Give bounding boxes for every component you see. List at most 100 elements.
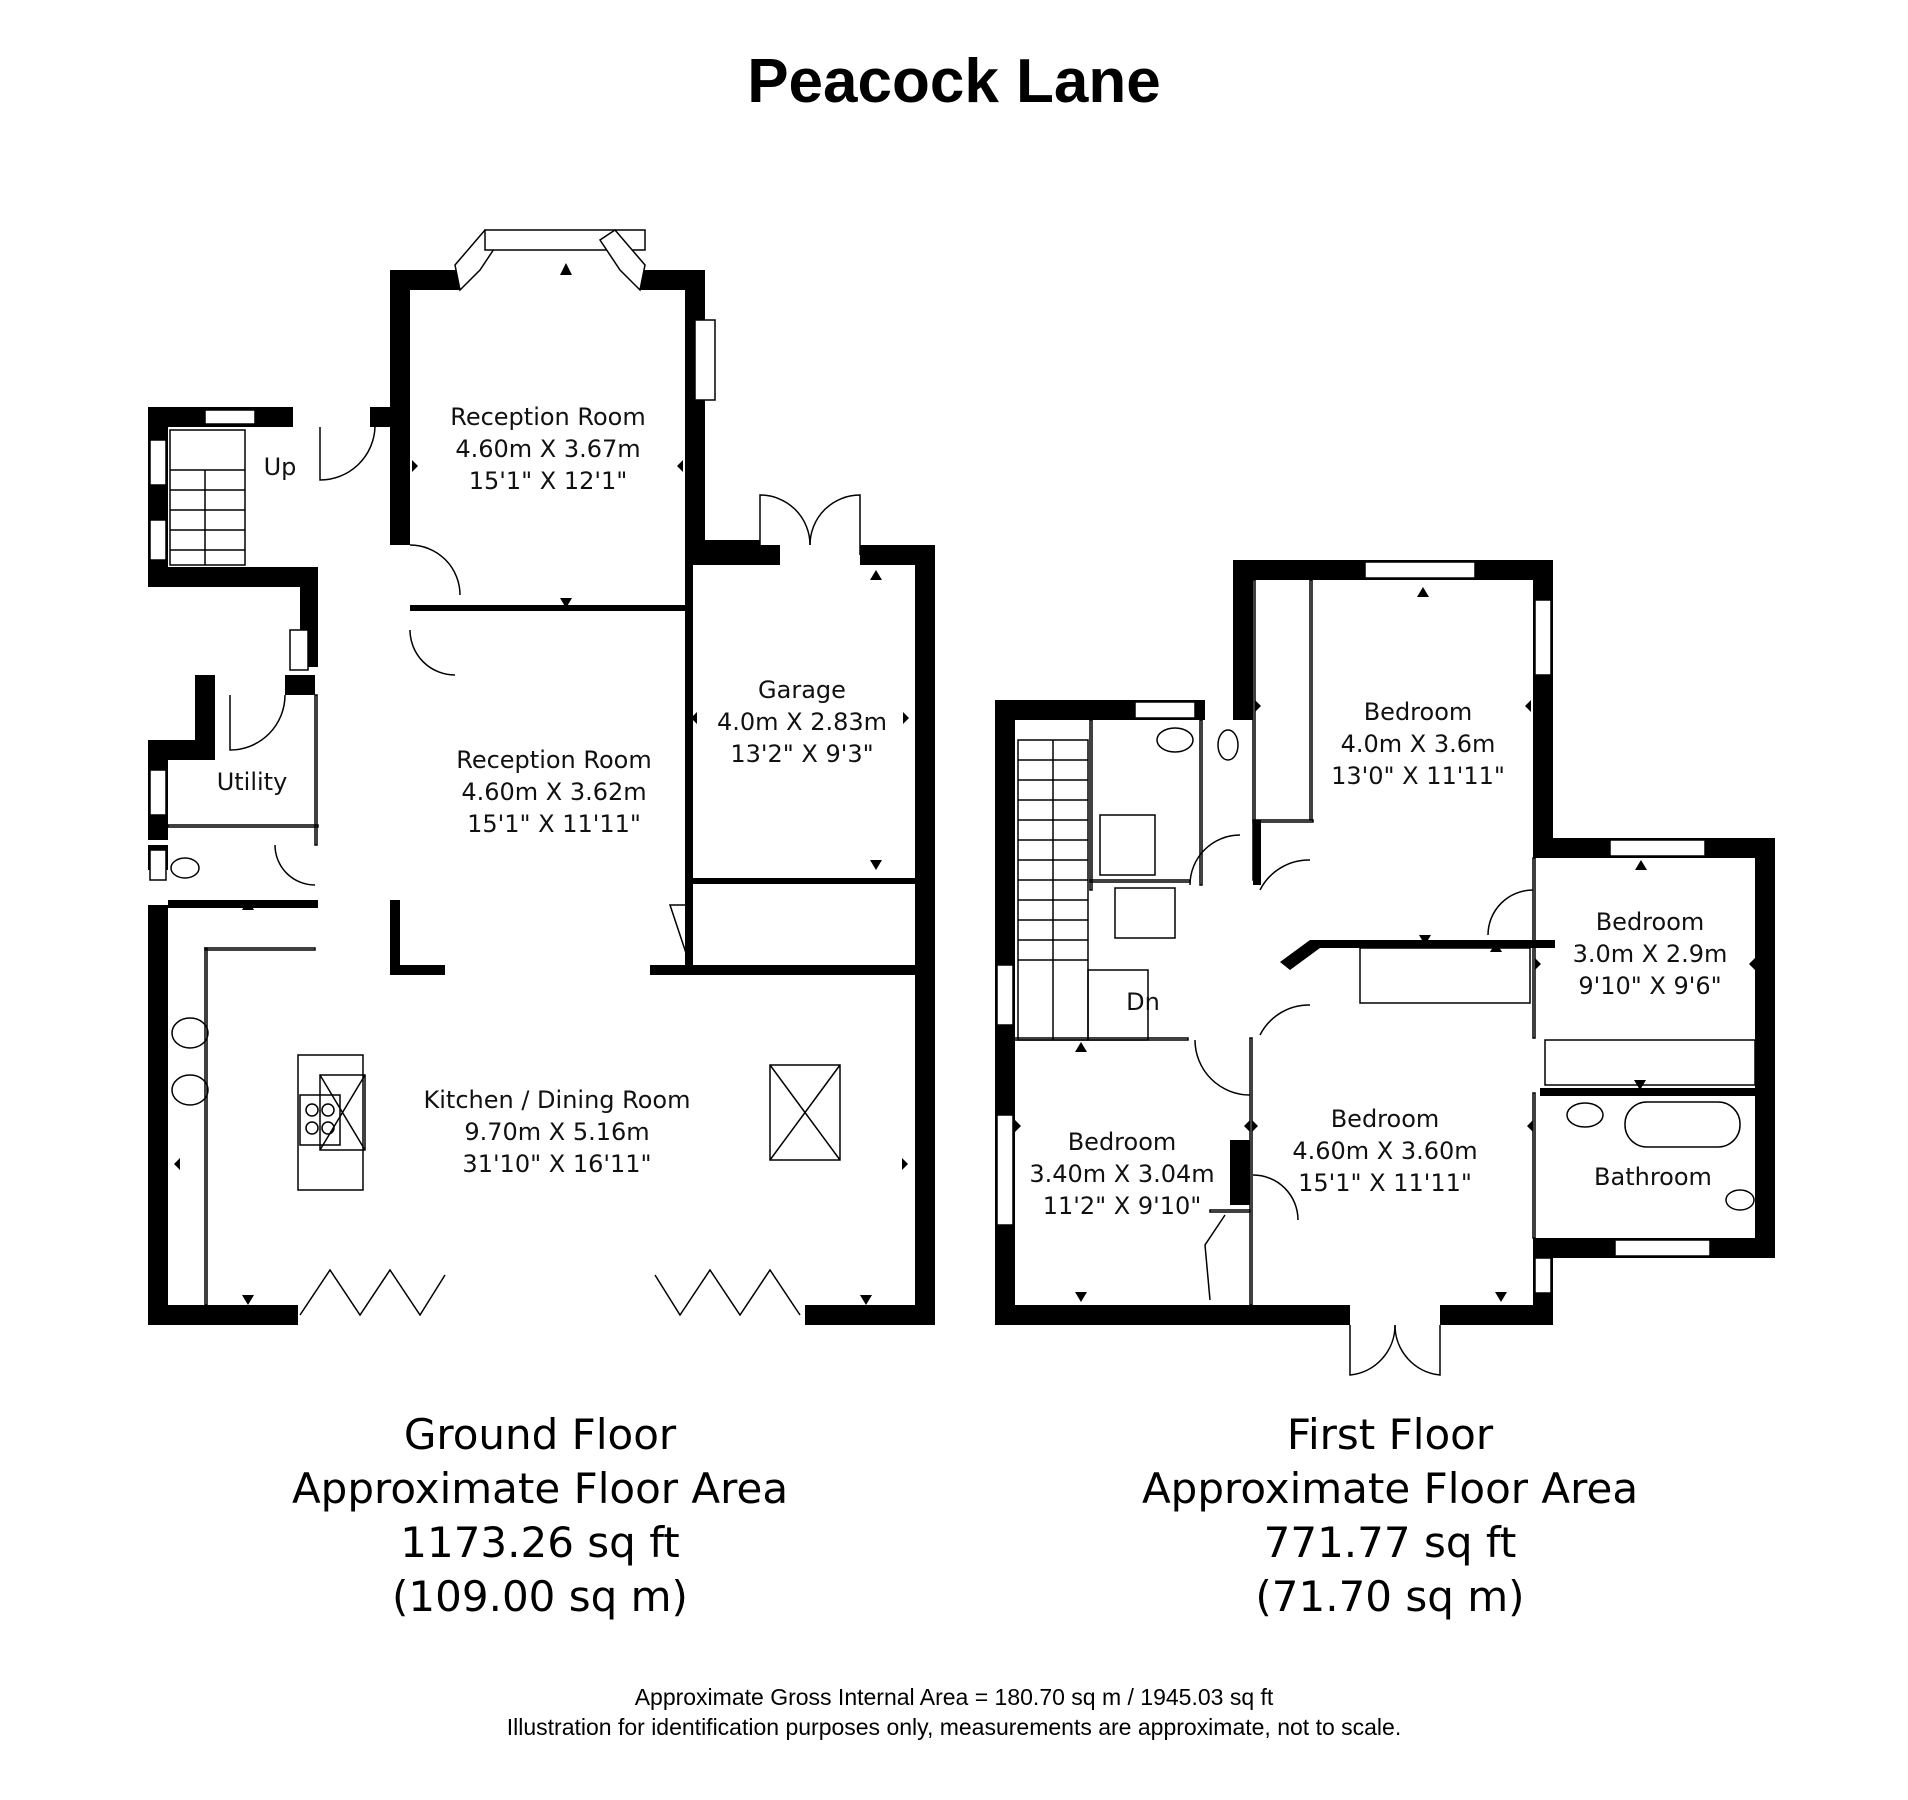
bifold-door (299, 1268, 446, 1317)
window (149, 849, 167, 881)
garage-door (809, 494, 861, 555)
first-floor-caption: First Floor Approximate Floor Area 771.7… (1090, 1408, 1690, 1624)
wall (1755, 838, 1775, 1258)
wall (1540, 1088, 1755, 1096)
wardrobe (1544, 1039, 1756, 1086)
window (1134, 701, 1196, 719)
sink-icon (171, 1074, 209, 1106)
staircase (1017, 739, 1149, 1041)
wall (148, 905, 168, 1325)
room-name: Reception Room (456, 746, 652, 774)
window (996, 1114, 1014, 1226)
ground-room-garage: Garage 4.0m X 2.83m 13'2" X 9'3" (717, 676, 887, 768)
bifold-door (654, 1268, 801, 1317)
wall (390, 270, 460, 290)
ground-floor-caption: Ground Floor Approximate Floor Area 1173… (240, 1408, 840, 1624)
wall (685, 540, 760, 565)
floor-area-sqm: (109.00 sq m) (392, 1572, 688, 1621)
stairs-up-label: Up (264, 453, 297, 481)
door (1194, 1039, 1251, 1096)
window (996, 964, 1014, 1026)
staircase (169, 429, 246, 566)
ground-room-reception-1: Reception Room 4.60m X 3.67m 15'1" X 12'… (450, 403, 646, 495)
garage-door (759, 494, 811, 555)
wardrobe (1359, 947, 1531, 1004)
bay-window (598, 229, 646, 292)
first-room-bedroom-3: Bedroom 3.40m X 3.04m 11'2" X 9'10" (1029, 1128, 1214, 1220)
basin-icon (1566, 1102, 1604, 1128)
window (149, 519, 167, 561)
door (1189, 834, 1241, 886)
first-room-bedroom-2: Bedroom 3.0m X 2.9m 9'10" X 9'6" (1573, 908, 1728, 1000)
door (274, 844, 316, 886)
window (149, 769, 167, 816)
room-dim-metric: 4.60m X 3.67m (455, 435, 640, 463)
wall (1233, 560, 1253, 720)
door (229, 694, 286, 751)
wall (805, 1305, 935, 1325)
window (1534, 1257, 1552, 1294)
wall (370, 407, 410, 427)
room-name: Bedroom (1068, 1128, 1177, 1156)
wall (400, 965, 445, 975)
bath-icon (1624, 1101, 1741, 1148)
door (668, 904, 691, 966)
balcony-door (1394, 1324, 1441, 1376)
door (1487, 889, 1534, 936)
room-dim-metric: 3.0m X 2.9m (1573, 940, 1728, 968)
wall (1230, 1140, 1250, 1205)
disclaimer-note: Illustration for identification purposes… (506, 1714, 1402, 1740)
room-name: Garage (758, 676, 846, 704)
window (1534, 599, 1552, 676)
wall (1310, 940, 1555, 948)
gross-area-note: Approximate Gross Internal Area = 180.70… (634, 1684, 1274, 1710)
ground-room-reception-2: Reception Room 4.60m X 3.62m 15'1" X 11'… (456, 746, 652, 838)
door (319, 426, 376, 481)
floor-area-sqft: 1173.26 sq ft (400, 1518, 680, 1567)
room-dim-imperial: 15'1" X 12'1" (469, 467, 628, 495)
window (1614, 1239, 1711, 1257)
skylight (769, 1064, 841, 1161)
wall (410, 605, 685, 611)
wall (685, 545, 693, 970)
room-dim-metric: 3.40m X 3.04m (1029, 1160, 1214, 1188)
wall (650, 965, 935, 975)
wall (1440, 1305, 1553, 1325)
door (1204, 1214, 1226, 1301)
door (1259, 859, 1311, 891)
basin-icon (1156, 727, 1194, 753)
room-name: Bedroom (1596, 908, 1705, 936)
room-name: Kitchen / Dining Room (424, 1086, 691, 1114)
room-dim-metric: 4.60m X 3.62m (461, 778, 646, 806)
door (409, 629, 456, 676)
toilet-icon (170, 857, 200, 879)
ground-floor-plan (148, 229, 935, 1325)
room-name-bathroom: Bathroom (1594, 1163, 1712, 1191)
room-dim-imperial: 13'2" X 9'3" (730, 740, 873, 768)
wall (760, 545, 780, 565)
first-room-bedroom-1: Bedroom 4.0m X 3.6m 13'0" X 11'11" (1331, 698, 1505, 790)
room-dim-imperial: 15'1" X 11'11" (1298, 1169, 1472, 1197)
room-dim-metric: 9.70m X 5.16m (464, 1118, 649, 1146)
room-dim-metric: 4.0m X 2.83m (717, 708, 887, 736)
door (1259, 1004, 1311, 1036)
ground-room-kitchen: Kitchen / Dining Room 9.70m X 5.16m 31'1… (424, 1086, 691, 1178)
wall (168, 900, 318, 908)
window (1364, 561, 1476, 579)
wall (390, 900, 400, 975)
room-dim-imperial: 9'10" X 9'6" (1578, 972, 1721, 1000)
wall (995, 1305, 1350, 1325)
wall (195, 675, 215, 745)
room-dim-imperial: 15'1" X 11'11" (467, 810, 641, 838)
kitchen-island (297, 1054, 364, 1191)
page-title: Peacock Lane (747, 47, 1161, 116)
room-dim-imperial: 11'2" X 9'10" (1043, 1192, 1202, 1220)
side-window (694, 319, 716, 401)
window (204, 409, 256, 425)
wall (915, 545, 935, 1325)
toilet-icon (1725, 1189, 1755, 1211)
first-floor-plan (995, 560, 1775, 1376)
floor-area-label: Approximate Floor Area (1141, 1464, 1639, 1513)
stairs-down-label: Dn (1126, 988, 1160, 1016)
window (149, 439, 167, 486)
